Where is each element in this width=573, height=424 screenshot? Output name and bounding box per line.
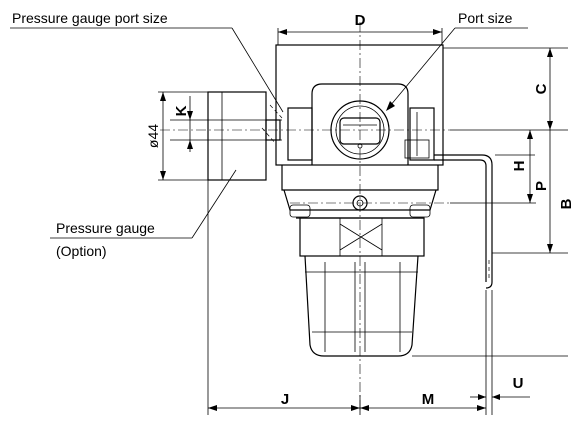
dim-p: P xyxy=(533,181,550,191)
dim-k: K xyxy=(173,105,190,116)
leader-lines xyxy=(10,27,528,239)
port-size-label: Port size xyxy=(458,10,513,26)
dim-u: U xyxy=(513,375,524,392)
center-lines xyxy=(160,22,450,412)
dim-h: H xyxy=(511,161,528,172)
dim-c: C xyxy=(533,83,550,94)
pressure-gauge-port-size-label: Pressure gauge port size xyxy=(12,10,168,26)
dim-d: D xyxy=(355,12,366,29)
diameter-label: ø44 xyxy=(145,124,161,148)
regulator-body xyxy=(275,44,493,357)
dim-m: M xyxy=(422,391,435,408)
pressure-gauge-shape xyxy=(207,91,283,181)
dim-b: B xyxy=(558,198,573,209)
dimension-lines xyxy=(158,28,568,415)
pressure-gauge-label: Pressure gauge xyxy=(56,220,155,236)
option-label: (Option) xyxy=(56,243,107,259)
dim-j: J xyxy=(281,391,289,408)
